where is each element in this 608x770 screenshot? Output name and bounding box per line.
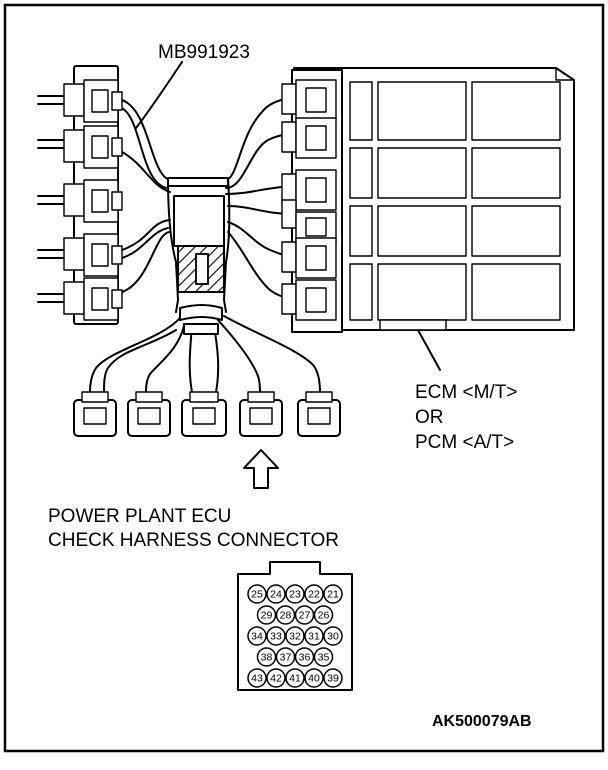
check-connector bbox=[127, 391, 171, 437]
figure-code: AK500079AB bbox=[432, 713, 532, 730]
connector-title-line1: POWER PLANT ECU bbox=[48, 506, 231, 527]
up-arrow-icon bbox=[243, 449, 279, 489]
pin-number: 34 bbox=[251, 631, 263, 643]
pin-number: 29 bbox=[261, 610, 273, 622]
pin-circle bbox=[266, 668, 286, 688]
pin-number: 22 bbox=[308, 589, 320, 601]
pin-circle bbox=[323, 668, 343, 688]
pin-circle bbox=[313, 605, 334, 625]
pin-circle bbox=[323, 584, 343, 604]
pin-circle bbox=[285, 668, 305, 688]
pin-circle bbox=[247, 668, 267, 688]
pin-number: 40 bbox=[308, 673, 320, 685]
check-connector-row bbox=[73, 391, 341, 437]
pin-number: 35 bbox=[318, 652, 330, 664]
pin-number: 26 bbox=[318, 610, 330, 622]
check-connector bbox=[297, 391, 341, 437]
pin-circle bbox=[247, 584, 267, 604]
pin-number: 37 bbox=[280, 652, 292, 664]
pin-number: 43 bbox=[251, 673, 263, 685]
figure-frame bbox=[3, 3, 605, 753]
pin-number: 21 bbox=[327, 589, 339, 601]
ecm-or-label: OR bbox=[415, 407, 444, 428]
pin-circle bbox=[256, 605, 277, 625]
pin-number: 42 bbox=[270, 673, 282, 685]
ecm-unit bbox=[281, 67, 575, 371]
pin-number: 41 bbox=[289, 673, 301, 685]
ecm-connector bbox=[281, 237, 337, 279]
pin-circle bbox=[275, 605, 296, 625]
pin-layer: 25 24 23 22 21 29 28 27 26 34 33 32 31 30 38 37 36 35 43 42… bbox=[247, 584, 343, 688]
pin-number: 23 bbox=[289, 589, 301, 601]
ecm-connector bbox=[281, 279, 337, 321]
pin-number: 25 bbox=[251, 589, 263, 601]
pin-number: 28 bbox=[280, 610, 292, 622]
pin-circle bbox=[247, 626, 267, 646]
ecm-connector bbox=[281, 117, 337, 159]
check-connector bbox=[239, 391, 283, 437]
left-connector bbox=[63, 125, 123, 169]
ecm-connector bbox=[281, 79, 337, 121]
pin-circle bbox=[266, 584, 286, 604]
pin-circle bbox=[294, 605, 315, 625]
ecm-leader-line bbox=[417, 329, 441, 371]
pin-number: 24 bbox=[270, 589, 282, 601]
pin-number: 32 bbox=[289, 631, 301, 643]
harness-cables bbox=[37, 61, 321, 393]
pin-number: 30 bbox=[327, 631, 339, 643]
ecm-connector bbox=[281, 169, 337, 211]
ecm-label: ECM <M/T> bbox=[415, 382, 517, 403]
pin-circle bbox=[294, 647, 315, 667]
pcm-label: PCM <A/T> bbox=[415, 432, 514, 453]
left-connector-bank bbox=[63, 65, 123, 325]
pin-circle bbox=[275, 647, 296, 667]
pin-number: 38 bbox=[261, 652, 273, 664]
pin-number: 39 bbox=[327, 673, 339, 685]
trunk-label-window bbox=[195, 253, 209, 285]
pin-circle bbox=[304, 668, 324, 688]
pin-circle bbox=[304, 584, 324, 604]
pin-circle bbox=[323, 626, 343, 646]
pin-number: 27 bbox=[299, 610, 311, 622]
check-connector bbox=[73, 391, 117, 437]
pin-circle bbox=[266, 626, 286, 646]
harness-trunk bbox=[173, 195, 225, 335]
left-connector bbox=[63, 179, 123, 223]
pin-circle bbox=[285, 626, 305, 646]
pin-circle bbox=[256, 647, 277, 667]
pin-circle bbox=[313, 647, 334, 667]
left-connector bbox=[63, 233, 123, 277]
pin-number: 33 bbox=[270, 631, 282, 643]
tool-label: MB991923 bbox=[158, 42, 250, 63]
pin-number: 36 bbox=[299, 652, 311, 664]
check-connector bbox=[181, 391, 227, 437]
pin-circle bbox=[304, 626, 324, 646]
left-connector bbox=[63, 79, 123, 123]
left-connector bbox=[63, 277, 123, 321]
ecm-connector bbox=[281, 199, 337, 243]
pin-number: 31 bbox=[308, 631, 320, 643]
connector-title-line2: CHECK HARNESS CONNECTOR bbox=[48, 530, 339, 551]
pin-circle bbox=[285, 584, 305, 604]
